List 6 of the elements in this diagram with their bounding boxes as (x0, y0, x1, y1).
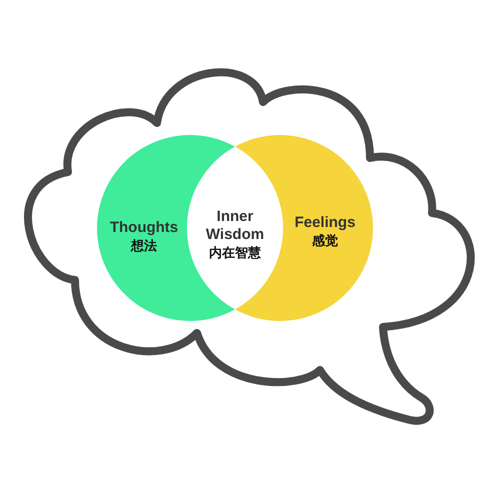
venn-label: Inner Wisdom (204, 208, 266, 244)
venn-sublabel: 想法 (131, 237, 157, 255)
venn-sublabel: 感觉 (312, 232, 338, 250)
venn-label: Feelings (294, 214, 356, 232)
venn-sublabel: 内在智慧 (209, 244, 261, 262)
venn-label: Thoughts (110, 219, 178, 237)
